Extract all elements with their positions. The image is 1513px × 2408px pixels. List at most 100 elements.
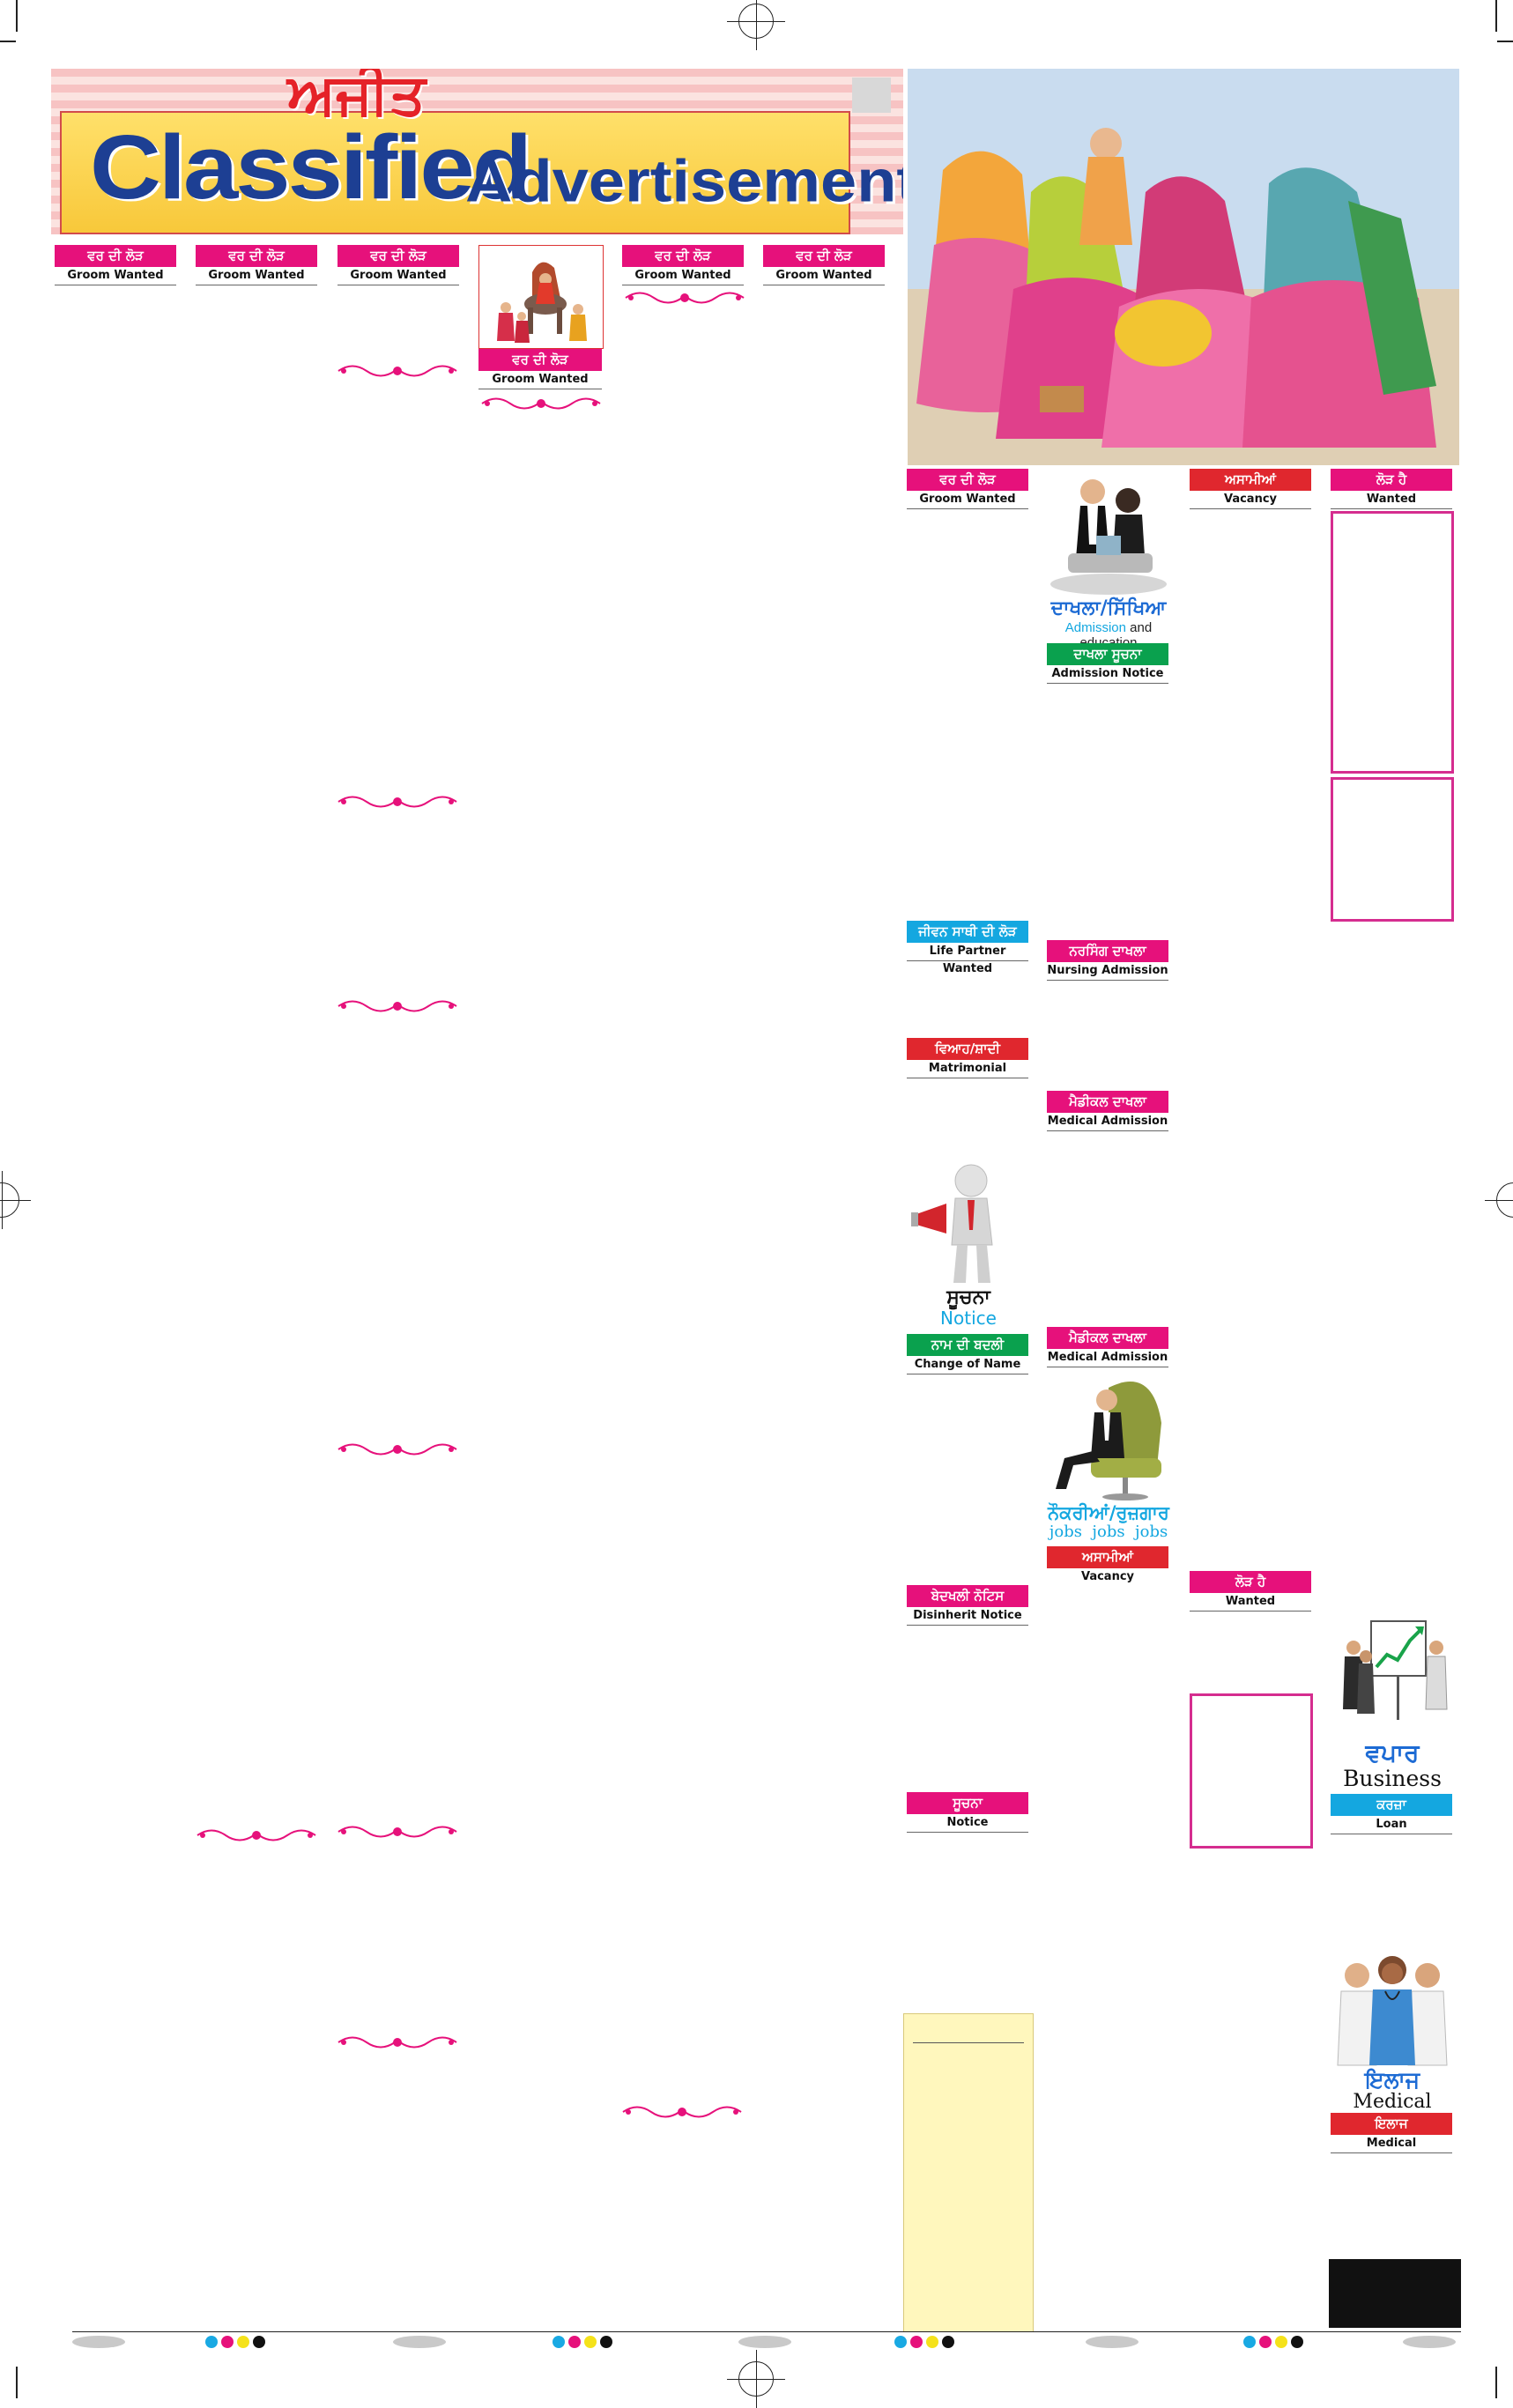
jobs-caption-pa: ਨੌਕਰੀਆਂ/ਰੁਜ਼ਗਾਰ <box>1048 1502 1169 1523</box>
category-vacancy: ਅਸਾਮੀਆਂ Vacancy <box>1190 469 1311 509</box>
category-label-en: Vacancy <box>1080 1570 1135 1583</box>
ornament-divider <box>481 397 601 410</box>
category-label-pa: ਵਰ ਦੀ ਲੋੜ <box>478 349 602 371</box>
category-label-en: Wanted <box>1190 1593 1311 1612</box>
category-groom-wanted: ਵਰ ਦੀ ਲੋੜ Groom Wanted <box>55 245 176 285</box>
brand-logo: ਅਜੀਤ <box>287 69 426 128</box>
category-label-pa: ਵਰ ਦੀ ਲੋੜ <box>337 245 459 267</box>
masthead-banner: ਅਜੀਤ Classified Advertisement <box>51 69 903 234</box>
business-caption-en: Business <box>1343 1766 1442 1791</box>
businessman-chair-icon <box>1047 1370 1170 1502</box>
category-label-en: Groom Wanted <box>622 267 744 285</box>
category-label-pa: ਦਾਖਲਾ ਸੂਚਨਾ <box>1047 643 1168 665</box>
cream-ad-box <box>903 2013 1034 2332</box>
category-label-en: Groom Wanted <box>196 267 317 285</box>
category-wanted: ਲੋੜ ਹੈ Wanted <box>1331 469 1452 509</box>
ornament-divider <box>337 365 457 377</box>
ornament-divider <box>622 2106 742 2118</box>
ornament-divider <box>337 1443 457 1456</box>
business-caption-pa: ਵਪਾਰ <box>1365 1738 1420 1767</box>
category-label-en: Vacancy <box>1190 491 1311 509</box>
category-label-en: Groom Wanted <box>907 491 1028 509</box>
trim-line <box>1495 0 1497 32</box>
ornament-divider <box>337 1000 457 1012</box>
category-label-pa: ਵਰ ਦੀ ਲੋੜ <box>907 469 1028 491</box>
notice-caption-en: Notice <box>940 1308 997 1329</box>
baraat-illustration <box>478 245 604 349</box>
category-label-pa: ਮੈਡੀਕਲ ਦਾਖਲਾ <box>1047 1327 1168 1349</box>
megaphone-man-icon <box>908 1161 1031 1286</box>
category-label-pa: ਲੋੜ ਹੈ <box>1331 469 1452 491</box>
office-couple-icon <box>1047 465 1170 597</box>
category-label-pa: ਵਰ ਦੀ ਲੋੜ <box>196 245 317 267</box>
category-label-pa: ਨਾਮ ਦੀ ਬਦਲੀ <box>907 1334 1028 1356</box>
masthead-title-advertisement: Advertisement <box>465 146 903 215</box>
masthead-title-classified: Classified <box>90 115 532 218</box>
category-matrimonial: ਵਿਆਹ/ਸ਼ਾਦੀ Matrimonial <box>907 1038 1028 1078</box>
category-vacancy: ਅਸਾਮੀਆਂ Vacancy <box>1047 1546 1168 1586</box>
registration-mark-top <box>727 0 785 50</box>
ornament-divider <box>337 2036 457 2049</box>
category-label-pa: ਵਰ ਦੀ ਲੋੜ <box>763 245 885 267</box>
category-medical-admission: ਮੈਡੀਕਲ ਦਾਖਲਾ Medical Admission <box>1047 1327 1168 1367</box>
category-label-pa: ਜੀਵਨ ਸਾਥੀ ਦੀ ਲੋੜ <box>907 921 1028 943</box>
business-presentation-icon <box>1331 1612 1454 1743</box>
category-label-en: Loan <box>1331 1816 1452 1834</box>
category-groom-wanted: ਵਰ ਦੀ ਲੋੜ Groom Wanted <box>763 245 885 285</box>
registration-mark-right <box>1485 1182 1513 1218</box>
category-label-en: Wanted <box>1331 491 1452 509</box>
category-label-pa: ਨਰਸਿੰਗ ਦਾਖਲਾ <box>1047 940 1168 962</box>
black-block <box>1329 2259 1461 2328</box>
category-label-en: Nursing Admission <box>1047 962 1168 981</box>
masthead-grey-block <box>852 78 891 113</box>
category-label-pa: ਵਿਆਹ/ਸ਼ਾਦੀ <box>907 1038 1028 1060</box>
category-label-en: Groom Wanted <box>763 267 885 285</box>
trim-line <box>1495 2367 1497 2398</box>
category-notice: ਸੂਚਨਾ Notice <box>907 1792 1028 1833</box>
trim-line <box>16 2367 18 2398</box>
category-disinherit-notice: ਬੇਦਖਲੀ ਨੋਟਿਸ Disinherit Notice <box>907 1585 1028 1626</box>
ad-box <box>1190 1693 1313 1849</box>
category-groom-wanted: ਵਰ ਦੀ ਲੋੜ Groom Wanted <box>196 245 317 285</box>
trim-line <box>16 0 18 32</box>
category-admission-notice: ਦਾਖਲਾ ਸੂਚਨਾ Admission Notice <box>1047 643 1168 684</box>
education-caption-en: Admission and education <box>1042 620 1176 650</box>
category-label-en: Admission Notice <box>1047 665 1168 684</box>
category-label-pa: ਅਸਾਮੀਆਂ <box>1047 1546 1168 1568</box>
category-label-en: Change of Name <box>907 1356 1028 1374</box>
ad-box <box>1331 511 1454 774</box>
ornament-divider <box>197 1829 316 1841</box>
doctors-group-icon <box>1331 1945 1454 2069</box>
category-label-en: Groom Wanted <box>55 267 176 285</box>
trim-line <box>1497 41 1513 42</box>
masthead-yellow-panel <box>60 111 850 234</box>
category-label-pa: ਵਰ ਦੀ ਲੋੜ <box>55 245 176 267</box>
category-label-pa: ਵਰ ਦੀ ਲੋੜ <box>622 245 744 267</box>
category-label-en: Life Partner Wanted <box>907 943 1028 975</box>
category-groom-wanted: ਵਰ ਦੀ ਲੋੜ Groom Wanted <box>337 245 459 285</box>
bottom-rule <box>72 2331 1461 2332</box>
category-label-en: Notice <box>907 1814 1028 1833</box>
category-label-pa: ਅਸਾਮੀਆਂ <box>1190 469 1311 491</box>
registration-mark-bottom <box>727 2350 785 2408</box>
category-label-en: Medical <box>1331 2135 1452 2153</box>
category-label-pa: ਬੇਦਖਲੀ ਨੋਟਿਸ <box>907 1585 1028 1607</box>
category-label-pa: ਲੋੜ ਹੈ <box>1190 1571 1311 1593</box>
category-groom-wanted: ਵਰ ਦੀ ਲੋੜ Groom Wanted <box>478 349 602 389</box>
category-loan: ਕਰਜ਼ਾ Loan <box>1331 1794 1452 1834</box>
ornament-divider <box>337 1826 457 1838</box>
ad-box <box>1331 777 1454 922</box>
category-label-en: Groom Wanted <box>478 371 602 389</box>
education-caption-pa: ਦਾਖਲਾ/ਸਿੱਖਿਆ <box>1050 597 1167 619</box>
category-label-en: Medical Admission <box>1047 1349 1168 1367</box>
category-label-pa: ਸੂਚਨਾ <box>907 1792 1028 1814</box>
category-change-of-name: ਨਾਮ ਦੀ ਬਦਲੀ Change of Name <box>907 1334 1028 1374</box>
registration-mark-left <box>0 1171 31 1229</box>
jobs-caption-en: jobs jobs jobs <box>1049 1523 1168 1541</box>
category-groom-wanted: ਵਰ ਦੀ ਲੋੜ Groom Wanted <box>622 245 744 285</box>
category-label-en: Medical Admission <box>1047 1113 1168 1131</box>
ornament-divider <box>625 292 745 304</box>
category-wanted: ਲੋੜ ਹੈ Wanted <box>1190 1571 1311 1612</box>
category-label-en: Disinherit Notice <box>907 1607 1028 1626</box>
category-life-partner-wanted: ਜੀਵਨ ਸਾਥੀ ਦੀ ਲੋੜ Life Partner Wanted <box>907 921 1028 975</box>
